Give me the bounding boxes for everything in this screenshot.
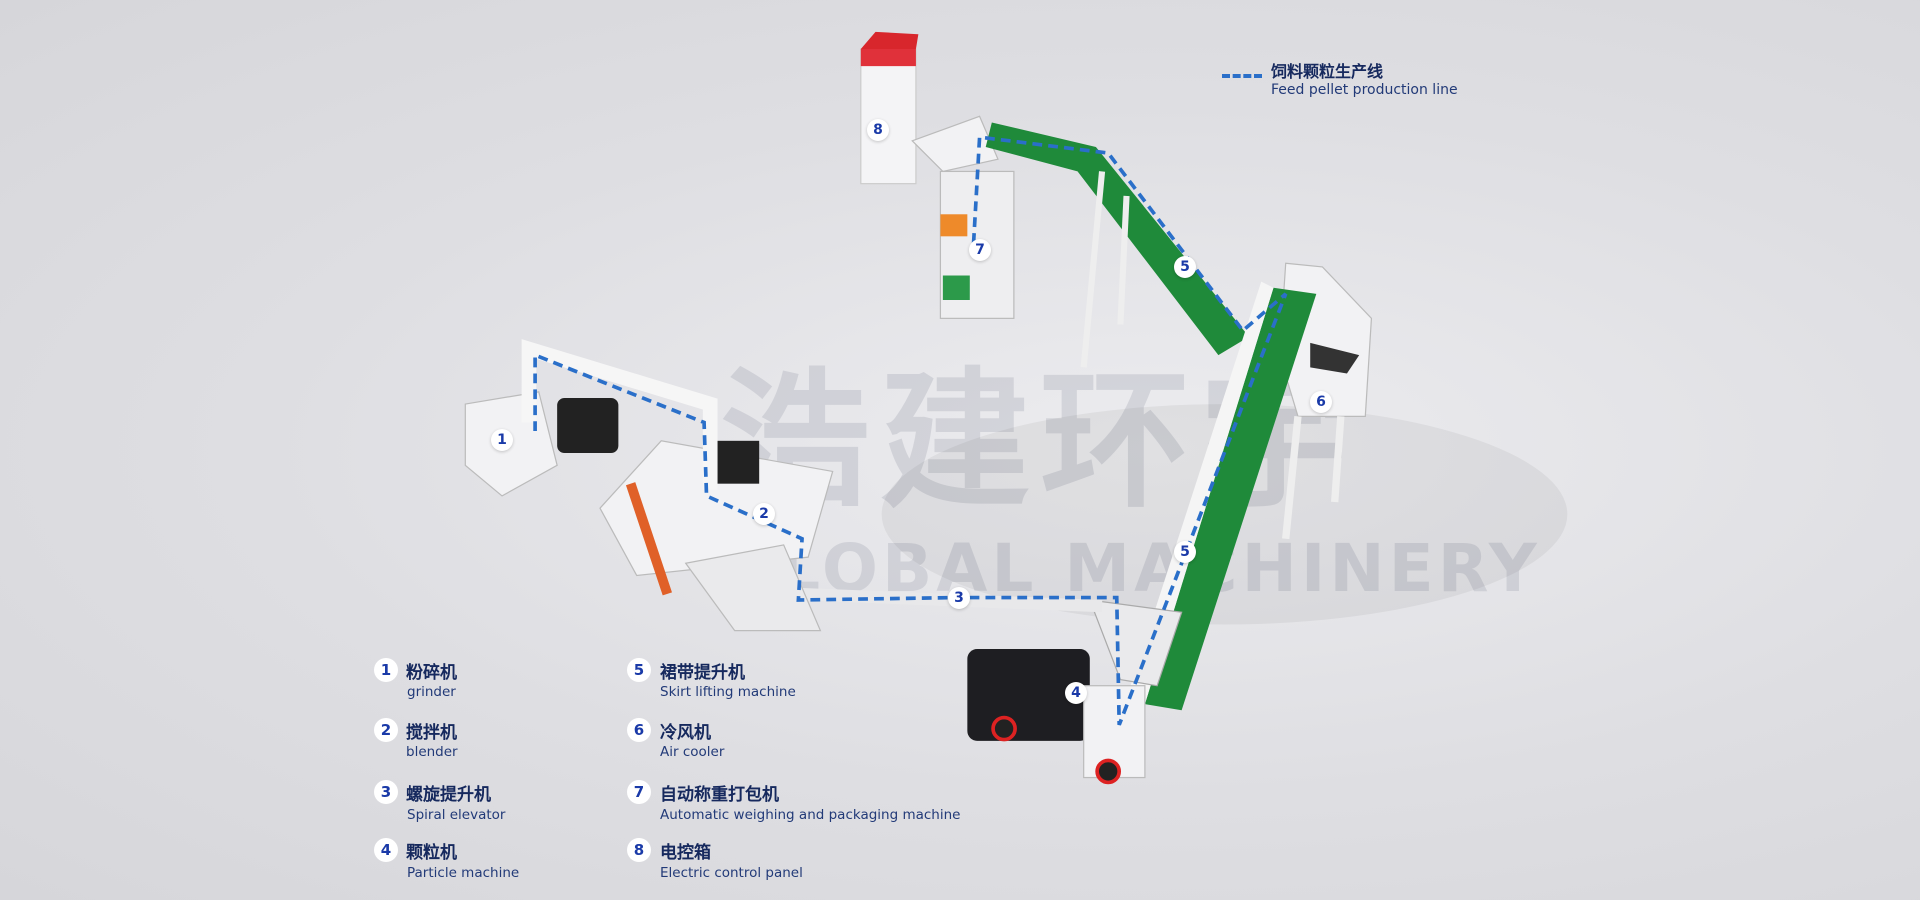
tag-skirt-lifter-lower: 5 [1174, 541, 1196, 563]
skirt-lifting-conveyor-upper [985, 122, 1249, 368]
line-legend-zh: 饲料颗粒生产线 [1271, 62, 1384, 81]
control-panel-machine [860, 31, 919, 185]
legend-zh: 粉碎机 [406, 663, 457, 683]
line-legend-en: Feed pellet production line [1271, 82, 1458, 98]
legend-number: 7 [627, 780, 651, 804]
tag-blender: 2 [753, 503, 775, 525]
tag-particle-machine: 4 [1065, 682, 1087, 704]
legend-zh: 螺旋提升机 [406, 785, 491, 805]
legend-number: 1 [374, 658, 398, 682]
legend-number: 5 [627, 658, 651, 682]
legend-en: Spiral elevator [407, 807, 506, 823]
production-line-route [533, 135, 1288, 726]
legend-zh: 搅拌机 [406, 723, 457, 743]
legend-number: 2 [374, 718, 398, 742]
legend-zh: 电控箱 [660, 843, 711, 863]
legend-en: grinder [407, 684, 456, 700]
grinder-machine [464, 339, 718, 497]
tag-air-cooler: 6 [1310, 391, 1332, 413]
tag-control-panel: 8 [867, 119, 889, 141]
tag-packaging-machine: 7 [969, 239, 991, 261]
legend-number: 8 [627, 838, 651, 862]
legend-en: Electric control panel [660, 865, 803, 881]
dashed-line-icon [1222, 74, 1262, 78]
legend-en: Skirt lifting machine [660, 684, 796, 700]
tag-grinder: 1 [491, 429, 513, 451]
legend-zh: 自动称重打包机 [660, 785, 779, 805]
legend-en: blender [406, 744, 458, 760]
legend-en: Particle machine [407, 865, 520, 881]
tag-spiral-elevator: 3 [948, 587, 970, 609]
legend-en: Air cooler [660, 744, 725, 760]
legend-zh: 裙带提升机 [660, 663, 745, 683]
legend-en: Automatic weighing and packaging machine [660, 807, 961, 823]
blender-machine [599, 440, 834, 632]
legend-zh: 颗粒机 [406, 843, 457, 863]
skirt-lifting-conveyor-lower [1126, 281, 1317, 711]
legend-number: 4 [374, 838, 398, 862]
legend-zh: 冷风机 [660, 723, 711, 743]
tag-skirt-lifter-upper: 5 [1174, 256, 1196, 278]
legend-number: 3 [374, 780, 398, 804]
legend-number: 6 [627, 718, 651, 742]
